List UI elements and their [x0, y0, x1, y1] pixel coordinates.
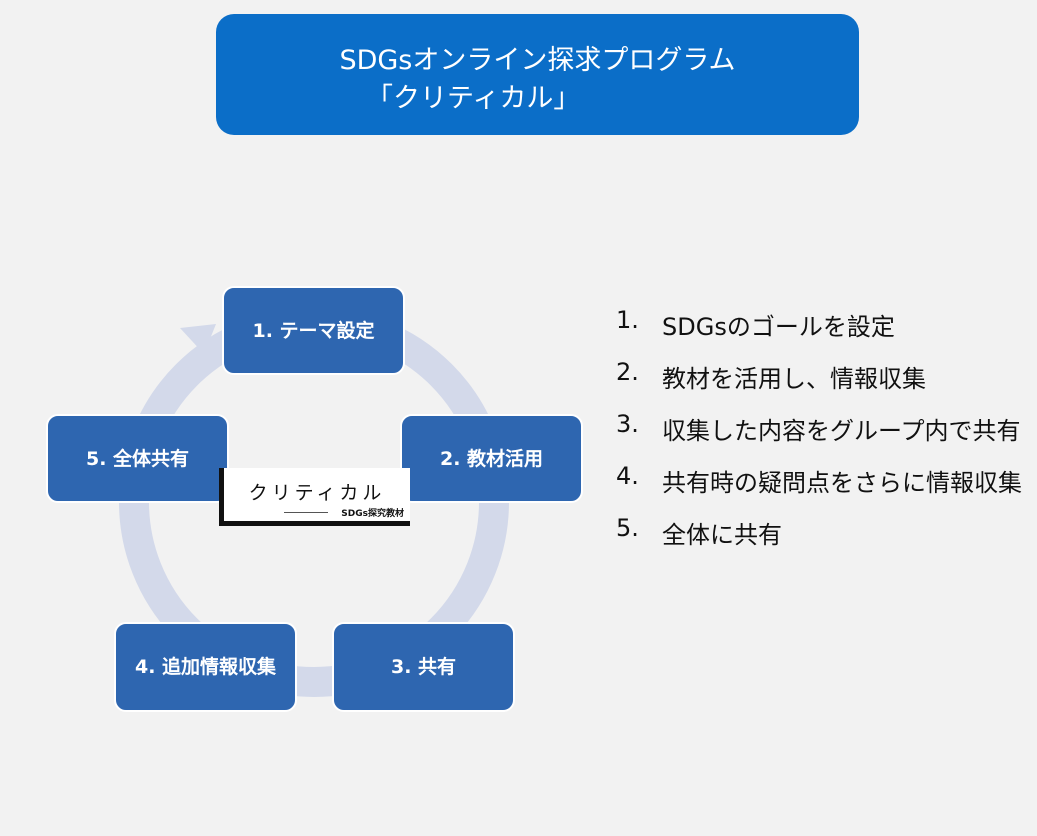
description-item: 3. 収集した内容をグループ内で共有 [616, 407, 1026, 455]
logo-underline [284, 512, 328, 513]
description-number: 2. [616, 358, 639, 386]
description-item: 5. 全体に共有 [616, 511, 1026, 559]
description-text: 全体に共有 [662, 521, 782, 549]
title-banner: SDGsオンライン探求プログラム 「クリティカル」 [216, 14, 859, 135]
description-text: 収集した内容をグループ内で共有 [662, 417, 1021, 445]
cycle-arrow-head-icon [180, 324, 216, 354]
logo-main-text: クリティカル [248, 482, 386, 504]
title-line-2: 「クリティカル」 [366, 83, 581, 114]
step-3-share: 3. 共有 [332, 622, 515, 712]
step-4-more-info: 4. 追加情報収集 [114, 622, 297, 712]
description-item: 1. SDGsのゴールを設定 [616, 303, 1026, 351]
step-5-all-share: 5. 全体共有 [46, 414, 229, 503]
description-item: 2. 教材を活用し、情報収集 [616, 355, 1026, 403]
description-number: 3. [616, 410, 639, 438]
title-line-1: SDGsオンライン探求プログラム [339, 45, 736, 76]
critical-logo: クリティカル SDGs探究教材 [219, 468, 410, 526]
description-number: 5. [616, 514, 639, 542]
logo-sub-text: SDGs探究教材 [341, 509, 404, 519]
description-text: SDGsのゴールを設定 [662, 313, 895, 341]
step-4-label: 4. 追加情報収集 [134, 656, 277, 678]
description-number: 4. [616, 462, 639, 490]
description-text: 教材を活用し、情報収集 [662, 365, 926, 393]
step-1-label: 1. テーマ設定 [252, 319, 375, 342]
description-list: 1. SDGsのゴールを設定 2. 教材を活用し、情報収集 3. 収集した内容を… [616, 306, 1026, 570]
description-text: 共有時の疑問点をさらに情報収集 [662, 469, 1022, 497]
step-1-theme: 1. テーマ設定 [222, 286, 405, 375]
step-5-label: 5. 全体共有 [85, 447, 190, 470]
step-2-materials: 2. 教材活用 [400, 414, 583, 503]
step-2-label: 2. 教材活用 [439, 447, 544, 470]
description-number: 1. [616, 306, 639, 334]
description-item: 4. 共有時の疑問点をさらに情報収集 [616, 459, 1026, 507]
step-3-label: 3. 共有 [390, 656, 457, 678]
